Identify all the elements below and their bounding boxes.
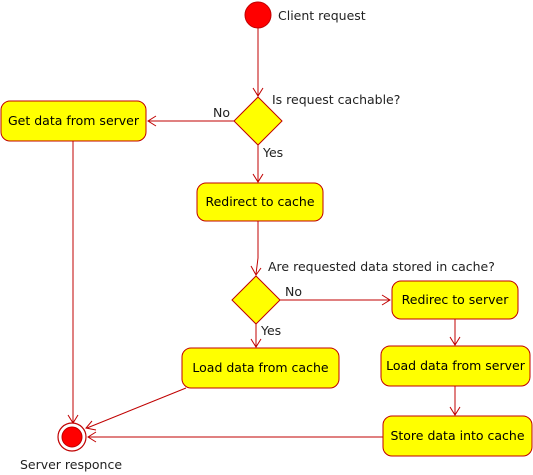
start-node xyxy=(244,1,272,29)
action-store-data-into-cache-label: Store data into cache xyxy=(390,428,524,443)
action-redirect-to-cache xyxy=(196,182,324,222)
end-node-inner xyxy=(61,426,83,448)
action-get-data-from-server-label: Get data from server xyxy=(8,113,140,128)
action-load-data-from-cache-label: Load data from cache xyxy=(192,360,328,375)
decision-cachable-yes-label: Yes xyxy=(262,145,283,160)
arrowhead xyxy=(87,431,97,443)
decision-stored-no-label: No xyxy=(285,284,302,299)
action-redirect-to-cache-label: Redirect to cache xyxy=(205,194,314,209)
action-store-data-into-cache xyxy=(382,415,533,457)
arrowhead xyxy=(252,173,264,183)
start-label: Client request xyxy=(278,8,366,23)
action-redirect-to-server-label: Redirec to server xyxy=(402,292,510,307)
edge-load-cache-to-end xyxy=(86,387,187,429)
arrowhead xyxy=(381,294,391,306)
arrowhead xyxy=(252,87,264,97)
arrowhead xyxy=(147,115,157,127)
edge-cache-to-stored xyxy=(255,221,259,275)
decision-cachable-no-label: No xyxy=(213,105,230,120)
end-label: Server responce xyxy=(20,457,122,472)
decision-cachable-question: Is request cachable? xyxy=(272,92,400,107)
arrowhead xyxy=(449,336,461,346)
arrowhead xyxy=(449,406,461,416)
decision-stored xyxy=(231,275,281,325)
decision-stored-yes-label: Yes xyxy=(260,323,281,338)
action-load-data-from-cache xyxy=(181,347,340,389)
action-load-data-from-server-label: Load data from server xyxy=(386,358,526,373)
arrowhead xyxy=(250,338,262,348)
decision-stored-question: Are requested data stored in cache? xyxy=(268,259,495,274)
arrowhead xyxy=(250,265,262,276)
arrowhead xyxy=(85,420,97,431)
